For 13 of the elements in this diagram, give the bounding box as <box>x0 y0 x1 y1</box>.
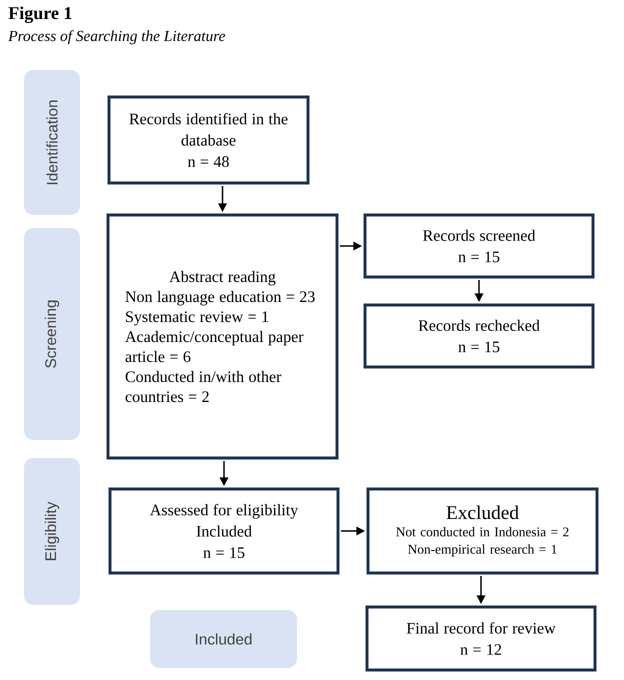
process-box: Records screened n = 15 <box>364 214 594 278</box>
stage-band: Included <box>150 610 297 668</box>
figure-caption: Process of Searching the Literature <box>8 30 226 44</box>
process-box: Final record for review n = 12 <box>366 606 596 672</box>
process-box: Records rechecked n = 15 <box>364 304 594 368</box>
process-box: Abstract reading Non language education = 23 Systematic review = 1 Academic/conceptual paper article = 6 Conducted in/with other countries = 2 <box>106 214 338 460</box>
figure-title: Figure 1 <box>8 6 72 23</box>
process-box: Records identified in the database n = 48 <box>108 96 310 184</box>
stage-band: Screening <box>24 228 80 440</box>
process-box: Assessed for eligibility Included n = 15 <box>108 488 340 574</box>
stage-band: Identification <box>24 70 80 215</box>
process-box: Excluded Not conducted in Indonesia = 2 Non-empirical research = 1 <box>366 488 598 574</box>
stage-band: Eligibility <box>24 458 80 605</box>
